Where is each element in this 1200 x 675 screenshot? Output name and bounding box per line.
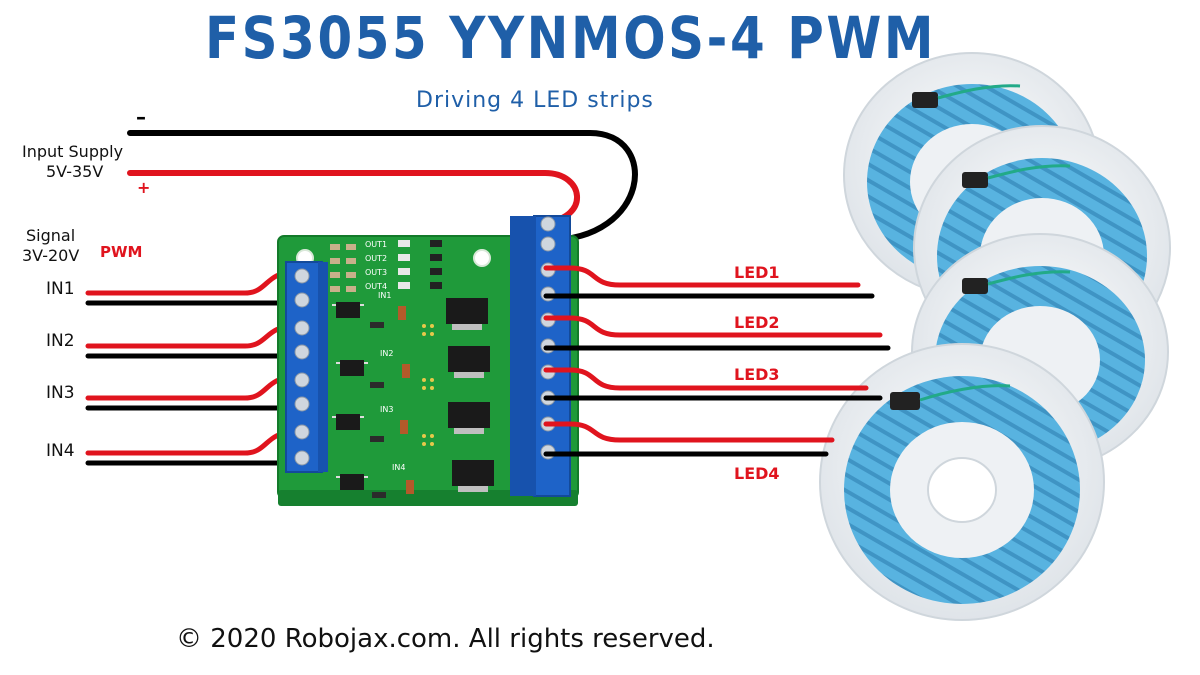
supply-negative-wire (127, 130, 638, 243)
page-subtitle: Driving 4 LED strips (416, 88, 654, 113)
mosfet-3 (448, 402, 490, 434)
supply-minus-sign: – (136, 105, 146, 129)
output-terminal-block (510, 215, 571, 497)
supply-positive-wire (127, 170, 580, 225)
in4-signal-wire (85, 429, 298, 456)
signal-pwm-label: PWM (100, 243, 143, 261)
board-out3-label: OUT3 (365, 268, 387, 277)
board-out1-label: OUT1 (365, 240, 387, 249)
input-label-in3: IN3 (46, 383, 75, 403)
input-label-in4: IN4 (46, 441, 75, 461)
mosfet-2 (448, 346, 490, 378)
copyright-notice: © 2020 Robojax.com. All rights reserved. (176, 624, 715, 654)
mosfet-board: OUT1 OUT2 OUT3 OUT4 (277, 215, 579, 506)
input-terminal-block (285, 261, 328, 473)
board-in2-label: IN2 (380, 349, 393, 358)
board-out2-label: OUT2 (365, 254, 387, 263)
supply-label-line1: Input Supply (22, 142, 124, 161)
mosfet-4 (452, 460, 494, 492)
signal-label-line2: 3V-20V (22, 246, 80, 265)
page-title: FS3055 YYNMOS-4 PWM (205, 4, 937, 72)
led1-positive-wire (543, 265, 861, 288)
input-label-in1: IN1 (46, 279, 75, 299)
in1-signal-wire (85, 269, 298, 296)
led2-positive-wire (543, 315, 883, 338)
supply-plus-sign: + (137, 178, 151, 197)
led-reels (819, 52, 1171, 621)
output-label-led4: LED4 (734, 464, 780, 483)
input-wires (85, 269, 298, 466)
input-label-in2: IN2 (46, 331, 75, 351)
output-label-led3: LED3 (734, 365, 780, 384)
led-reel-4 (819, 343, 1105, 621)
signal-label-line1: Signal (26, 226, 76, 245)
board-out4-label: OUT4 (365, 282, 387, 291)
output-label-led2: LED2 (734, 313, 780, 332)
output-wires (543, 265, 891, 457)
in3-signal-wire (85, 374, 298, 401)
output-label-led1: LED1 (734, 263, 780, 282)
mosfets (446, 298, 494, 492)
led3-positive-wire (543, 367, 869, 391)
optocouplers (336, 302, 364, 490)
board-in3-label: IN3 (380, 405, 393, 414)
board-in1-label: IN1 (378, 291, 391, 300)
board-in4-label: IN4 (392, 463, 405, 472)
mosfet-1 (446, 298, 488, 330)
supply-label-line2: 5V-35V (46, 162, 104, 181)
led4-positive-wire (543, 421, 835, 443)
out-indicators: OUT1 OUT2 OUT3 OUT4 (365, 240, 442, 291)
in2-signal-wire (85, 323, 298, 349)
